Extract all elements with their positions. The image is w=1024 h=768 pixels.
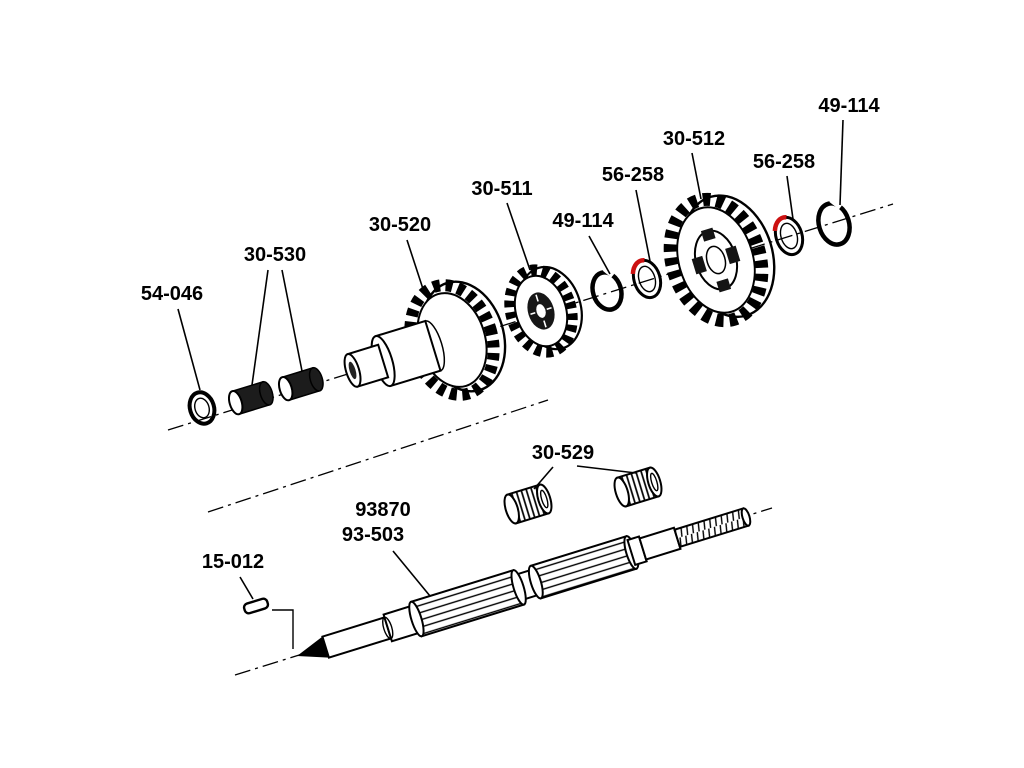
part-49-114-middle	[590, 266, 624, 312]
label-15-012: 15-012	[202, 551, 264, 573]
part-56-258-left	[630, 257, 663, 300]
part-30-512	[663, 192, 776, 328]
shaft-spline-section-1	[409, 568, 526, 638]
shaft-end-face	[740, 507, 752, 527]
washer-inner	[637, 265, 657, 293]
shaft-tip-bore	[348, 361, 357, 380]
washer-inner	[779, 222, 799, 250]
lock-ring-outer	[187, 390, 217, 426]
leader-lines	[177, 119, 844, 600]
label-49-114-middle: 49-114	[552, 210, 614, 232]
label-30-520: 30-520	[369, 214, 431, 236]
leader-30-520	[406, 239, 425, 293]
gear-bore-inner	[705, 245, 727, 275]
spline-tick	[535, 294, 539, 302]
label-56-258-right: 56-258	[753, 151, 815, 173]
part-labels: 49-114 30-512 56-258 56-258 30-511 49-11…	[141, 95, 881, 573]
leader-30-511	[506, 202, 531, 271]
bushing-rear-face	[308, 366, 324, 392]
spline2-front-cap	[527, 564, 544, 600]
shaft-spline-section-2	[529, 535, 638, 600]
washer-red-mark	[630, 257, 645, 275]
part-30-529-bearing-1	[503, 483, 553, 525]
part-54-046	[187, 390, 217, 426]
label-56-258-left: 56-258	[602, 164, 664, 186]
leader-30-529-b	[576, 465, 637, 474]
dog-bottom	[716, 278, 732, 293]
label-93870: 93870	[355, 499, 411, 521]
dog-left	[691, 255, 707, 275]
shaft-smooth	[638, 526, 682, 561]
spline1-rear-cap	[510, 569, 527, 606]
label-30-511: 30-511	[471, 178, 532, 200]
spline-tick	[546, 307, 552, 311]
label-49-114-top: 49-114	[818, 95, 880, 117]
bearing-rear-bore	[649, 472, 659, 492]
shaft-joint-ring	[382, 616, 394, 640]
leader-93-503	[392, 550, 431, 597]
bearing-front-face	[613, 476, 630, 508]
washer-red-mark	[772, 214, 787, 232]
leader-49-114-top	[839, 119, 844, 206]
middle-centerline	[207, 399, 549, 513]
bearing-rear-bore	[539, 489, 549, 509]
leader-49-114-middle	[588, 235, 611, 275]
pin-body	[242, 597, 270, 615]
gear-teeth	[504, 264, 578, 358]
part-93-503-mainshaft	[297, 507, 752, 659]
shaft-threaded-end	[673, 507, 750, 549]
part-30-511	[504, 264, 583, 358]
part-30-529-bearing-2	[613, 466, 663, 508]
leader-30-530-b	[281, 269, 303, 372]
snap-ring-gap	[829, 197, 842, 210]
bearing-front-face	[503, 493, 520, 525]
bushing-rear-face	[258, 380, 274, 406]
spline-tick	[543, 320, 547, 328]
label-30-512: 30-512	[663, 128, 725, 150]
leader-30-530-a	[251, 269, 269, 386]
part-30-530-bushing-1	[227, 380, 274, 416]
part-56-258-right	[772, 214, 805, 257]
spline-tick	[530, 311, 536, 315]
gear-teeth	[663, 192, 769, 328]
label-30-529: 30-529	[532, 442, 594, 464]
leader-54-046	[177, 308, 201, 391]
bushing-front-face	[277, 376, 294, 402]
part-30-520	[343, 279, 507, 401]
leader-30-512	[691, 152, 702, 200]
spline1-front-cap	[408, 600, 425, 638]
leader-15-012	[239, 576, 254, 600]
snap-ring	[590, 270, 624, 312]
dog-top	[700, 227, 716, 242]
shaft-nose	[321, 616, 393, 659]
label-54-046: 54-046	[141, 283, 203, 305]
part-49-114-right	[816, 197, 852, 247]
part-30-530-bushing-2	[277, 366, 324, 402]
label-30-530: 30-530	[244, 244, 306, 266]
part-15-012-pin	[242, 597, 270, 615]
gear-bore	[536, 304, 546, 318]
centerlines	[167, 203, 894, 676]
dog-right	[725, 245, 741, 265]
pin-location-bracket	[272, 609, 294, 649]
label-93-503: 93-503	[342, 524, 404, 546]
leader-30-529-a	[533, 466, 554, 490]
shaft-tip-cone	[297, 636, 329, 658]
lock-ring-inner	[193, 397, 211, 419]
leader-56-258-right	[786, 175, 794, 220]
bushing-front-face	[227, 390, 244, 416]
leader-56-258-left	[635, 189, 651, 262]
snap-ring	[816, 201, 852, 247]
